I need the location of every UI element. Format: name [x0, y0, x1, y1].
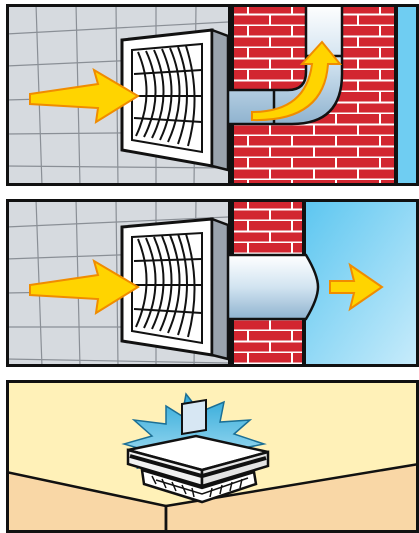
fan-unit	[120, 28, 230, 172]
fan-grille	[131, 231, 203, 345]
fan-unit	[120, 217, 230, 361]
airflow-arrow-in	[29, 258, 140, 315]
fan-duct-stub	[181, 398, 207, 436]
outside-sky	[398, 4, 419, 186]
ceiling-fan-unit	[126, 434, 270, 504]
airflow-arrow-up	[251, 40, 343, 122]
panel-wall-fan-ducted-up	[6, 4, 419, 186]
duct-straight	[222, 253, 320, 321]
fan-grille	[131, 42, 203, 154]
airflow-arrow-out	[329, 262, 384, 312]
panel-ceiling-fan	[6, 380, 419, 533]
panel-3-illustration	[6, 380, 419, 533]
room-wall-left	[6, 470, 168, 533]
panel-2-illustration	[6, 199, 419, 367]
airflow-arrow-in	[29, 67, 140, 124]
panel-1-illustration	[6, 4, 419, 186]
panel-wall-fan-through-wall	[6, 199, 419, 367]
